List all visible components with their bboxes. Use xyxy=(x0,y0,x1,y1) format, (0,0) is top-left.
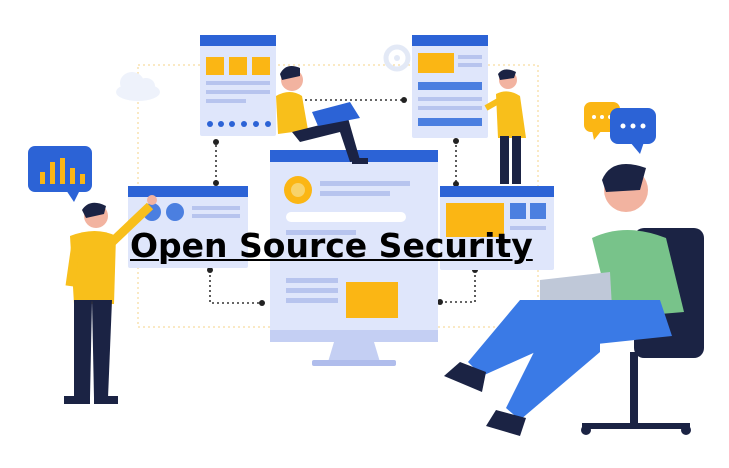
seated-man-green xyxy=(444,164,704,436)
sitting-man-laptop xyxy=(276,66,368,164)
connector-dots xyxy=(207,97,478,306)
gear-icon xyxy=(383,44,411,72)
monitor-icon xyxy=(270,150,438,366)
dashboard-card-top-left xyxy=(200,35,276,136)
standing-man-right xyxy=(484,69,526,184)
profile-card-left xyxy=(128,186,248,268)
cloud-icon xyxy=(116,72,160,101)
standing-man-left xyxy=(64,195,157,404)
dashboard-card-top-right xyxy=(412,35,488,138)
connector-lines xyxy=(209,99,476,304)
page-title: Open Source Security xyxy=(130,226,533,265)
bar-chart-icon xyxy=(28,146,92,202)
content-card-right xyxy=(440,186,554,270)
chat-bubble-icon xyxy=(584,102,656,154)
